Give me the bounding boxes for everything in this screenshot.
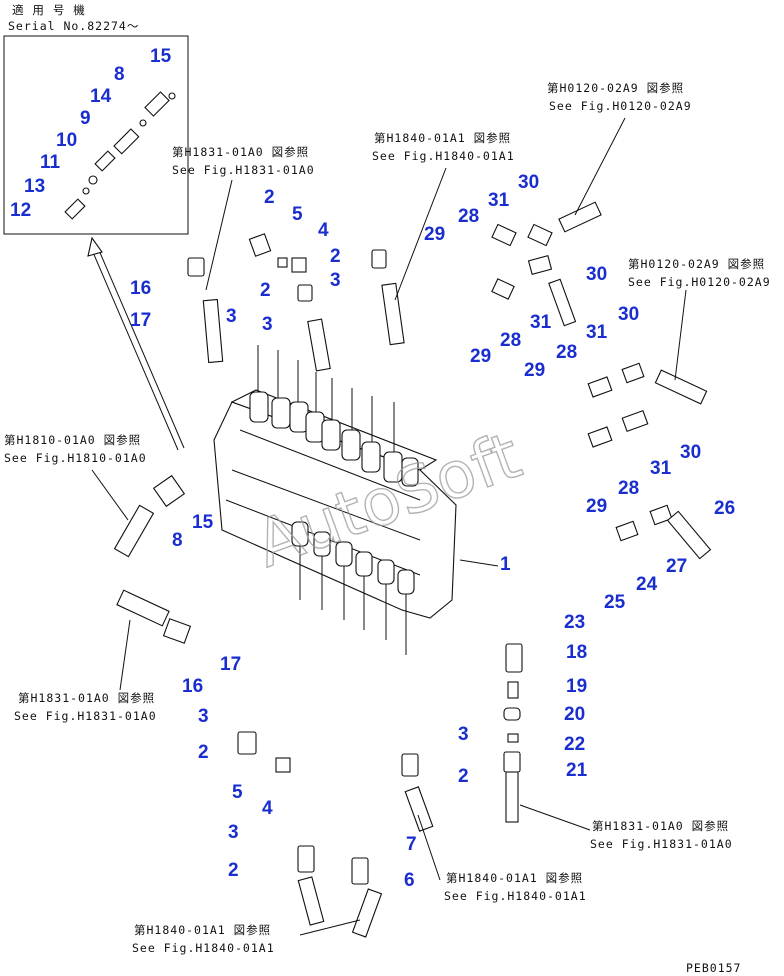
callout-29: 29	[424, 224, 445, 245]
ref-jp: 第H0120-02A9 図参照	[628, 257, 765, 271]
callout-2: 2	[198, 742, 209, 763]
inset-frame	[3, 35, 189, 235]
ref-jp: 第H1831-01A0 図参照	[172, 145, 309, 159]
fittings	[113, 201, 712, 938]
inset-serial: Serial No.82274～	[8, 19, 139, 33]
callouts: 15 8 14 9 10 11 13 12 2 5 4 2 3 16 17 3 …	[10, 46, 735, 891]
callout-18: 18	[566, 642, 587, 663]
callout-25: 25	[604, 592, 626, 613]
callout-17: 17	[130, 310, 151, 331]
callout-9: 9	[80, 108, 91, 129]
callout-21: 21	[566, 760, 588, 781]
callout-8: 8	[172, 530, 183, 551]
callout-10: 10	[56, 130, 77, 151]
ref-en: See Fig.H1840-01A1	[444, 889, 587, 903]
callout-28: 28	[458, 206, 479, 227]
ref-jp: 第H1810-01A0 図参照	[4, 433, 141, 447]
callout-20: 20	[564, 704, 585, 725]
callout-28: 28	[618, 478, 639, 499]
callout-4: 4	[262, 798, 273, 819]
callout-29: 29	[470, 346, 491, 367]
callout-4: 4	[318, 220, 329, 241]
ref-jp: 第H1840-01A1 図参照	[134, 923, 271, 937]
callout-14: 14	[90, 86, 112, 107]
callout-19: 19	[566, 676, 587, 697]
callout-23: 23	[564, 612, 585, 633]
callout-13: 13	[24, 176, 45, 197]
callout-3: 3	[228, 822, 239, 843]
callout-5: 5	[232, 782, 243, 803]
callout-7: 7	[406, 834, 417, 855]
ref-leaders	[91, 117, 687, 936]
callout-1: 1	[500, 554, 511, 575]
callout-31: 31	[530, 312, 552, 333]
callout-6: 6	[404, 870, 415, 891]
callout-28: 28	[556, 342, 577, 363]
callout-15: 15	[150, 46, 172, 67]
ref-en: See Fig.H1831-01A0	[14, 709, 157, 723]
inset-title: 適 用 号 機	[12, 3, 86, 17]
callout-31: 31	[650, 458, 672, 479]
callout-2: 2	[264, 187, 275, 208]
ref-jp: 第H1831-01A0 図参照	[18, 691, 155, 705]
callout-16: 16	[182, 676, 203, 697]
callout-29: 29	[524, 360, 545, 381]
callout-31: 31	[586, 322, 608, 343]
inset-arrow-head	[87, 236, 103, 257]
callout-15: 15	[192, 512, 214, 533]
callout-16: 16	[130, 278, 151, 299]
callout-8: 8	[114, 64, 125, 85]
ref-en: See Fig.H1840-01A1	[132, 941, 275, 955]
ref-jp: 第H1831-01A0 図参照	[592, 819, 729, 833]
control-valve-body	[213, 345, 457, 655]
callout-2: 2	[458, 766, 469, 787]
ref-jp: 第H0120-02A9 図参照	[547, 81, 684, 95]
callout-27: 27	[666, 556, 687, 577]
ref-en: See Fig.H0120-02A9	[628, 275, 771, 289]
callout-31: 31	[488, 190, 510, 211]
ref-en: See Fig.H1831-01A0	[590, 837, 733, 851]
ref-en: See Fig.H0120-02A9	[549, 99, 692, 113]
callout-29: 29	[586, 496, 607, 517]
drawing-code: PEB0157	[686, 961, 741, 975]
callout-2: 2	[330, 246, 341, 267]
callout-11: 11	[40, 152, 61, 173]
callout-3: 3	[262, 314, 273, 335]
callout-28: 28	[500, 330, 521, 351]
ref-jp: 第H1840-01A1 図参照	[374, 131, 511, 145]
spool-caps	[249, 391, 419, 487]
callout-3: 3	[198, 706, 209, 727]
callout-30: 30	[586, 264, 607, 285]
callout-2: 2	[228, 860, 239, 881]
callout-30: 30	[518, 172, 539, 193]
callout-3: 3	[226, 306, 237, 327]
ref-en: See Fig.H1831-01A0	[172, 163, 315, 177]
ref-en: See Fig.H1840-01A1	[372, 149, 515, 163]
callout-12: 12	[10, 200, 31, 221]
callout-22: 22	[564, 734, 585, 755]
callout-30: 30	[618, 304, 639, 325]
callout-26: 26	[714, 498, 735, 519]
ref-labels: 第H0120-02A9 図参照 See Fig.H0120-02A9 第H012…	[4, 81, 771, 955]
callout-30: 30	[680, 442, 701, 463]
callout-3: 3	[458, 724, 469, 745]
serial-inset: 適 用 号 機 Serial No.82274～	[3, 3, 189, 451]
callout-5: 5	[292, 204, 303, 225]
callout-3: 3	[330, 270, 341, 291]
inset-parts	[64, 91, 176, 220]
ref-jp: 第H1840-01A1 図参照	[446, 871, 583, 885]
spool-caps-lower	[291, 521, 415, 595]
callout-17: 17	[220, 654, 241, 675]
callout-2: 2	[260, 280, 271, 301]
ref-en: See Fig.H1810-01A0	[4, 451, 147, 465]
callout-24: 24	[636, 574, 658, 595]
inset-arrow-line	[91, 249, 179, 451]
